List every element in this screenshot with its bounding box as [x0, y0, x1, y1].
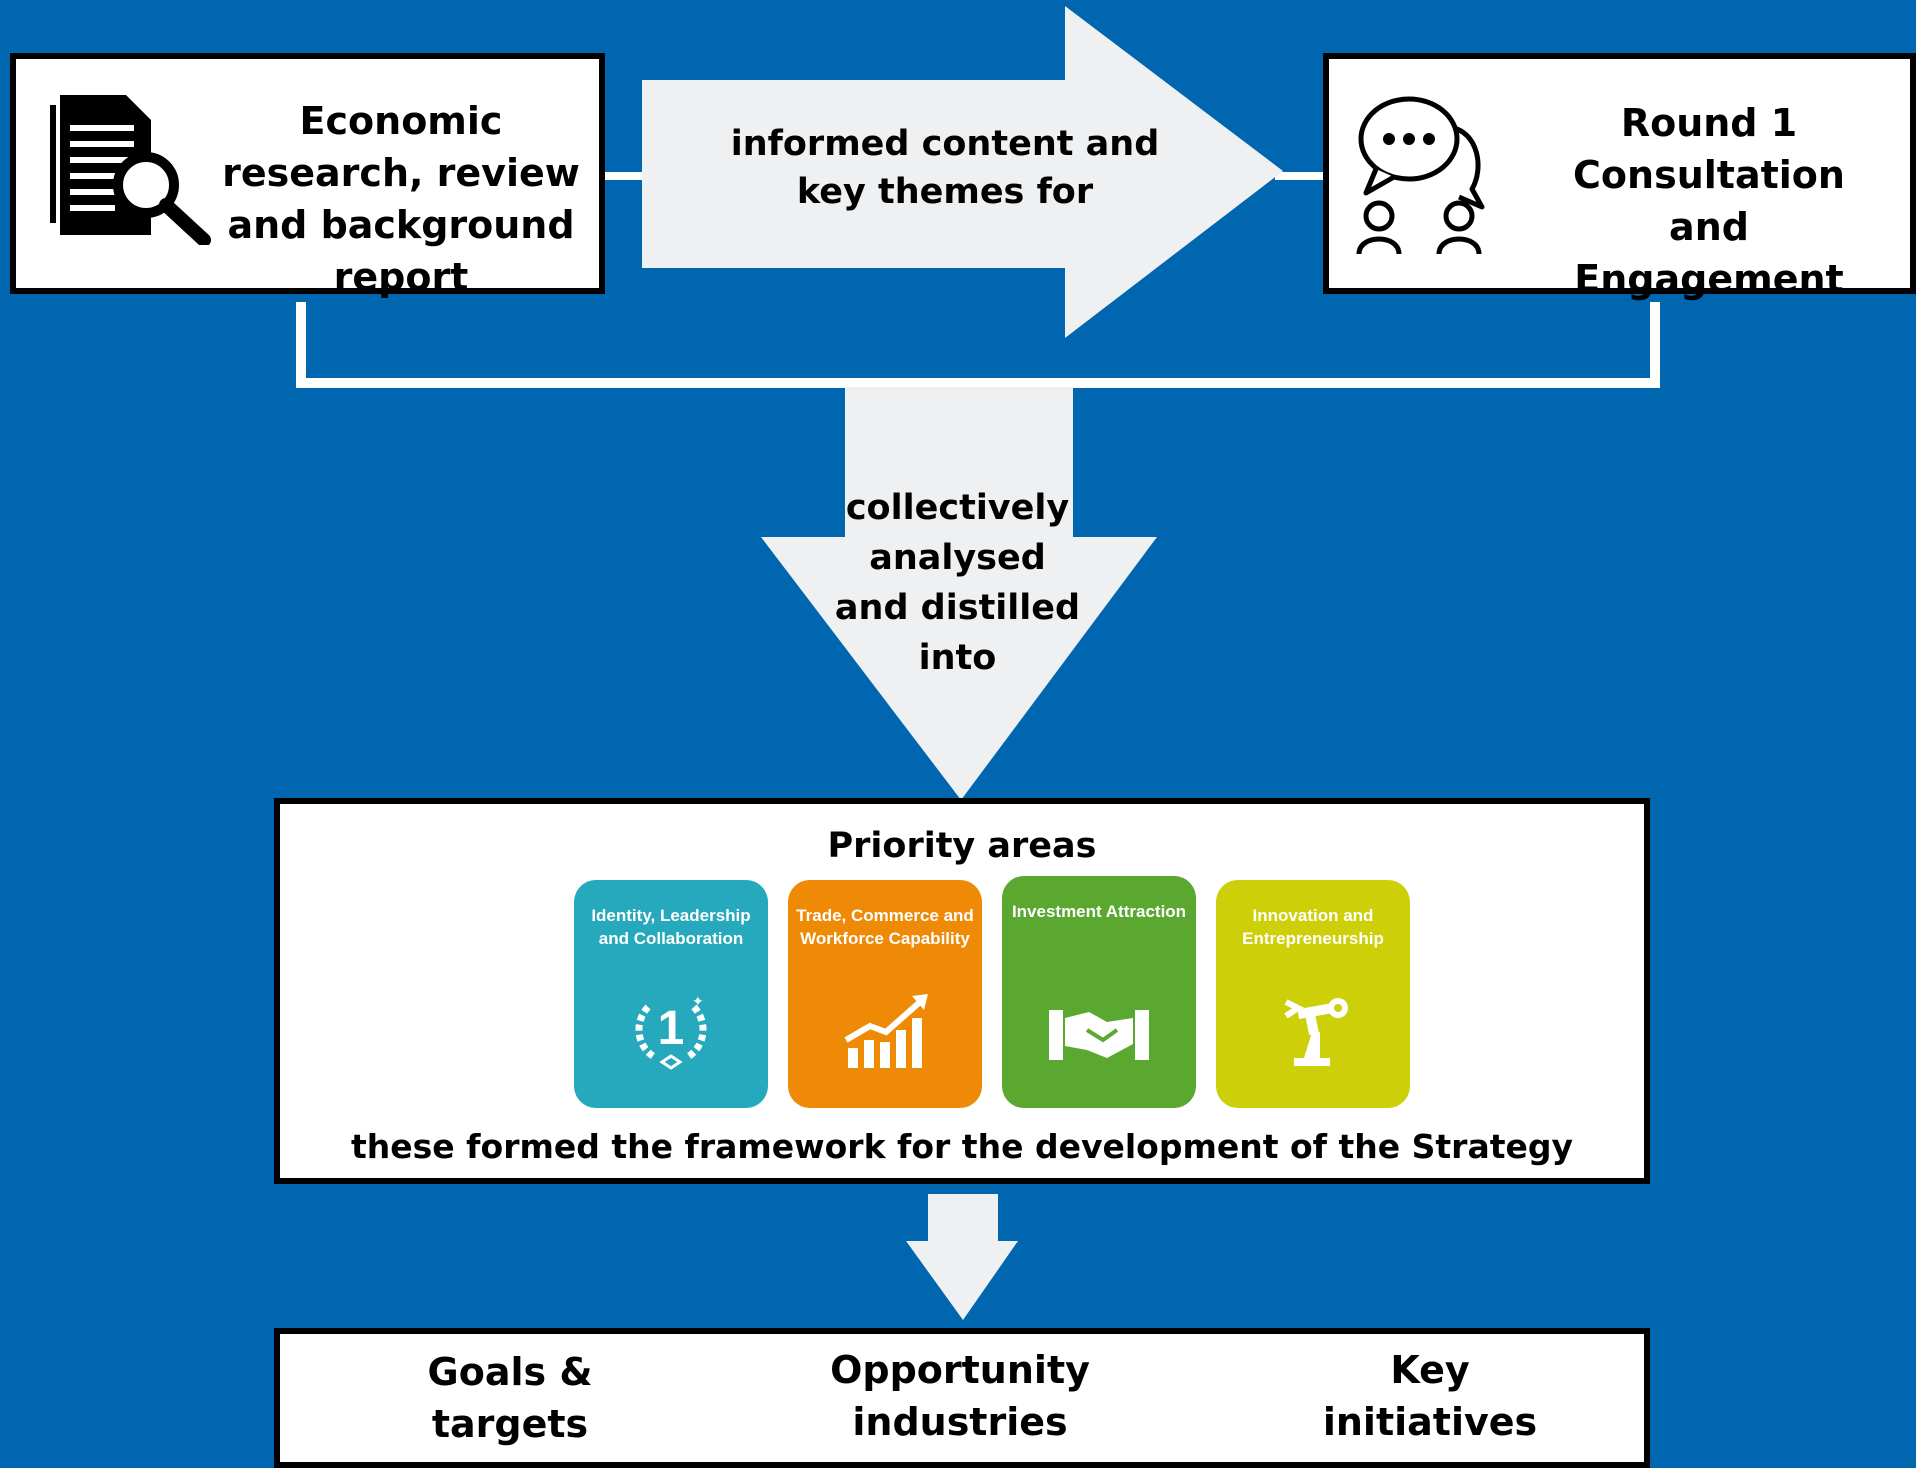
right-arrow-shape — [642, 6, 1283, 338]
research-box-label: Economic research, review and background… — [222, 99, 580, 299]
output-goals-targets: Goals & targets — [427, 1350, 593, 1446]
laurel-number-one-icon: 1 ✦ — [574, 992, 768, 1077]
outputs-box: Goals & targets Opportunity industries K… — [274, 1328, 1650, 1468]
consultation-box: Round 1 Consultation and Engagement — [1323, 53, 1916, 301]
priority-tile-label: Investment Attraction — [1011, 902, 1187, 921]
consultation-people-icon — [1356, 96, 1485, 255]
priority-tile-investment: Investment Attraction — [1002, 876, 1196, 1108]
svg-text:1: 1 — [658, 1002, 685, 1055]
consultation-box-label: Round 1 Consultation and Engagement — [1573, 101, 1845, 301]
priority-tile-trade: Trade, Commerce and Workforce Capability — [788, 880, 982, 1108]
priority-tile-label: Identity, Leadership and Collaboration — [591, 906, 751, 948]
research-box: Economic research, review and background… — [10, 53, 605, 299]
right-arrow-label: informed content and key themes for — [730, 124, 1160, 212]
output-opportunity-industries: Opportunity industries — [830, 1348, 1090, 1444]
down-arrow-label: collectively analysed and distilled into — [834, 488, 1081, 678]
priority-tile-identity: Identity, Leadership and Collaboration 1… — [574, 880, 768, 1108]
document-search-icon — [50, 95, 211, 245]
merge-bracket-line — [296, 302, 1660, 388]
robot-arm-icon — [1216, 992, 1410, 1077]
handshake-icon — [1002, 1004, 1196, 1069]
output-key-initiatives: Key initiatives — [1322, 1348, 1538, 1444]
small-down-arrow-shape — [906, 1194, 1018, 1320]
priority-tile-label: Trade, Commerce and Workforce Capability — [796, 906, 974, 948]
priority-areas-box: Priority areas Identity, Leadership and … — [274, 798, 1650, 1184]
svg-text:✦: ✦ — [692, 994, 704, 1010]
growth-chart-icon — [788, 992, 982, 1077]
priority-areas-title: Priority areas — [827, 826, 1097, 866]
priority-tile-label: Innovation and Entrepreneurship — [1242, 906, 1384, 948]
priority-areas-footer: these formed the framework for the devel… — [351, 1127, 1573, 1166]
priority-tile-innovation: Innovation and Entrepreneurship — [1216, 880, 1410, 1108]
down-arrow-shape — [761, 387, 1157, 800]
